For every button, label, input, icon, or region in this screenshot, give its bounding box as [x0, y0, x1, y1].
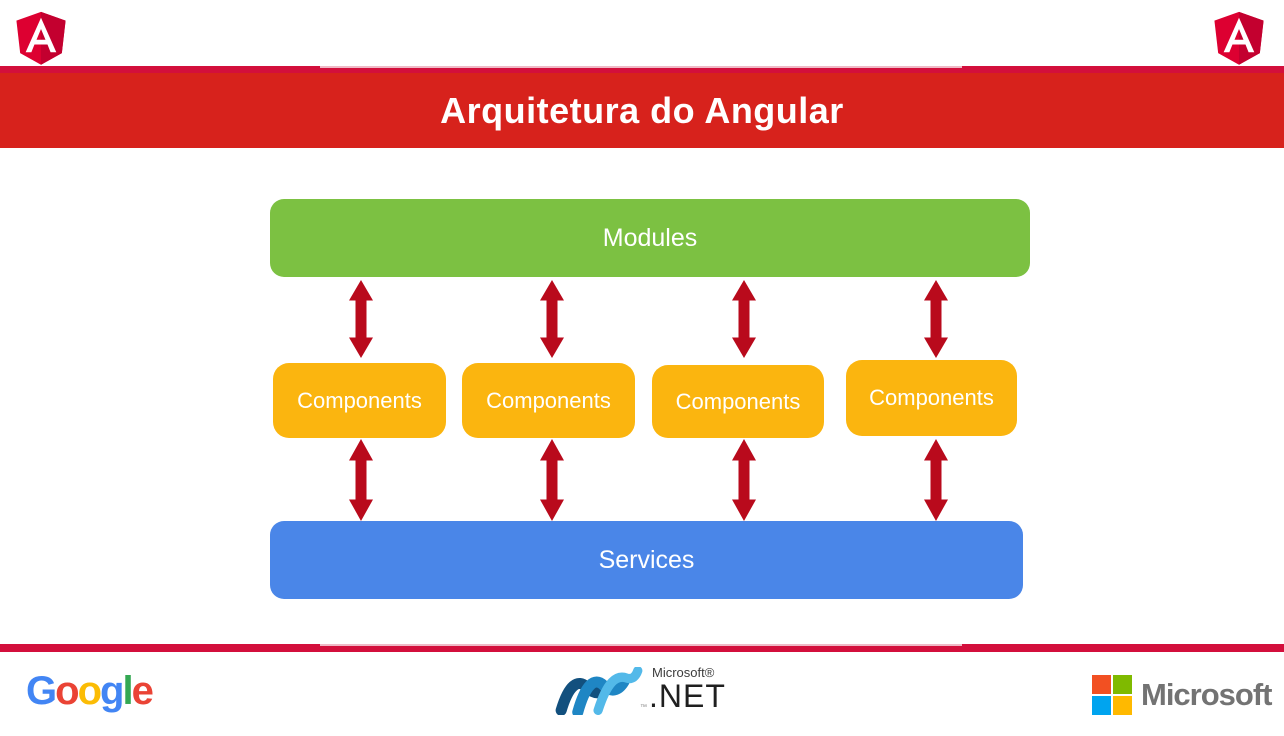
- dotnet-swoosh-icon: [555, 667, 643, 715]
- google-letter: l: [122, 669, 133, 713]
- page-title: Arquitetura do Angular: [440, 89, 844, 131]
- updown-arrow-icon: [923, 439, 949, 521]
- updown-arrow-icon: [731, 439, 757, 521]
- ms-square-red: [1092, 675, 1111, 694]
- google-logo: G o o g l e: [26, 667, 154, 717]
- google-letter: o: [77, 669, 102, 713]
- dotnet-wordmark: Microsoft® .NET: [649, 665, 726, 714]
- dotnet-logo: ™ Microsoft® .NET: [552, 665, 726, 715]
- angular-logo-icon: [1206, 4, 1272, 70]
- dotnet-microsoft-label: Microsoft®: [652, 665, 715, 680]
- modules-box: Modules: [270, 199, 1030, 277]
- components-label: Components: [675, 388, 801, 414]
- services-label: Services: [598, 545, 695, 574]
- updown-arrow-icon: [923, 280, 949, 358]
- components-label: Components: [486, 387, 611, 413]
- updown-arrow-icon: [539, 439, 565, 521]
- google-letter: e: [131, 669, 154, 713]
- top-accent-line: [0, 66, 1284, 73]
- services-box: Services: [270, 521, 1023, 599]
- google-letter: o: [55, 669, 79, 713]
- google-letter: G: [26, 669, 57, 713]
- bottom-accent-line: [0, 644, 1284, 652]
- components-box: Components: [652, 365, 824, 438]
- google-letter: g: [100, 669, 124, 713]
- components-label: Components: [869, 385, 994, 410]
- modules-label: Modules: [602, 223, 698, 252]
- components-box: Components: [846, 360, 1017, 436]
- updown-arrow-icon: [731, 280, 757, 358]
- ms-square-blue: [1092, 696, 1111, 715]
- title-banner: Arquitetura do Angular: [0, 73, 1284, 148]
- microsoft-wordmark: Microsoft: [1141, 677, 1272, 712]
- updown-arrow-icon: [348, 439, 374, 521]
- microsoft-squares-icon: [1092, 675, 1132, 715]
- angular-logo-icon: [8, 4, 74, 70]
- components-label: Components: [297, 387, 422, 413]
- components-box: Components: [462, 363, 635, 438]
- dotnet-net-label: .NET: [649, 678, 726, 714]
- updown-arrow-icon: [348, 280, 374, 358]
- microsoft-logo: Microsoft: [1092, 675, 1272, 715]
- trademark-symbol: ™: [640, 704, 647, 711]
- updown-arrow-icon: [539, 280, 565, 358]
- ms-square-yellow: [1113, 696, 1132, 715]
- components-box: Components: [273, 363, 446, 438]
- ms-square-green: [1113, 675, 1132, 694]
